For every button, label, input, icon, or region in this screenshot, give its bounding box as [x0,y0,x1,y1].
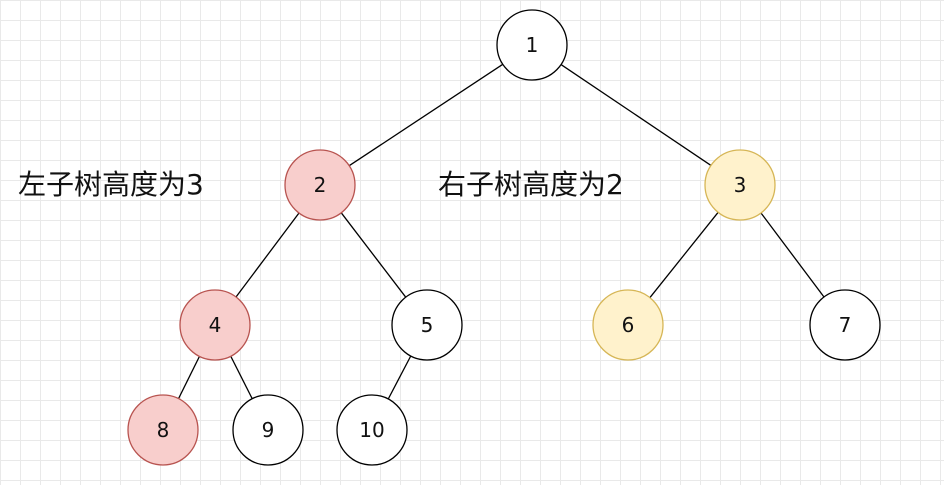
node-circle [496,9,568,81]
node-circle [179,289,251,361]
tree-node-4: 4 [179,289,251,361]
tree-edge [235,212,300,298]
tree-edge [348,63,504,167]
tree-node-3: 3 [704,149,776,221]
tree-edge [177,356,201,399]
tree-edge [560,64,712,166]
tree-node-10: 10 [336,394,408,466]
node-label: 9 [262,418,275,442]
node-label: 10 [359,418,384,442]
node-label: 8 [157,418,170,442]
left-subtree-height-label: 左子树高度为3 [18,168,204,201]
tree-edge [760,212,825,298]
tree-edge [340,212,407,298]
node-label: 2 [314,173,327,197]
node-circle [592,289,664,361]
tree-node-6: 6 [592,289,664,361]
node-circle [284,149,356,221]
tree-edge [387,355,412,400]
node-label: 4 [209,313,222,337]
node-circle [127,394,199,466]
tree-edge [230,355,253,400]
node-label: 3 [734,173,747,197]
node-circle [391,289,463,361]
tree-node-7: 7 [809,289,881,361]
tree-node-8: 8 [127,394,199,466]
node-label: 5 [421,313,434,337]
node-label: 1 [526,33,539,57]
node-circle [232,394,304,466]
node-circle [336,394,408,466]
right-subtree-height-label: 右子树高度为2 [438,168,624,201]
node-label: 7 [839,313,852,337]
tree-node-2: 2 [284,149,356,221]
node-label: 6 [622,313,635,337]
tree-node-9: 9 [232,394,304,466]
tree-edge [649,211,719,299]
node-circle [809,289,881,361]
node-circle [704,149,776,221]
tree-node-5: 5 [391,289,463,361]
tree-node-1: 1 [496,9,568,81]
